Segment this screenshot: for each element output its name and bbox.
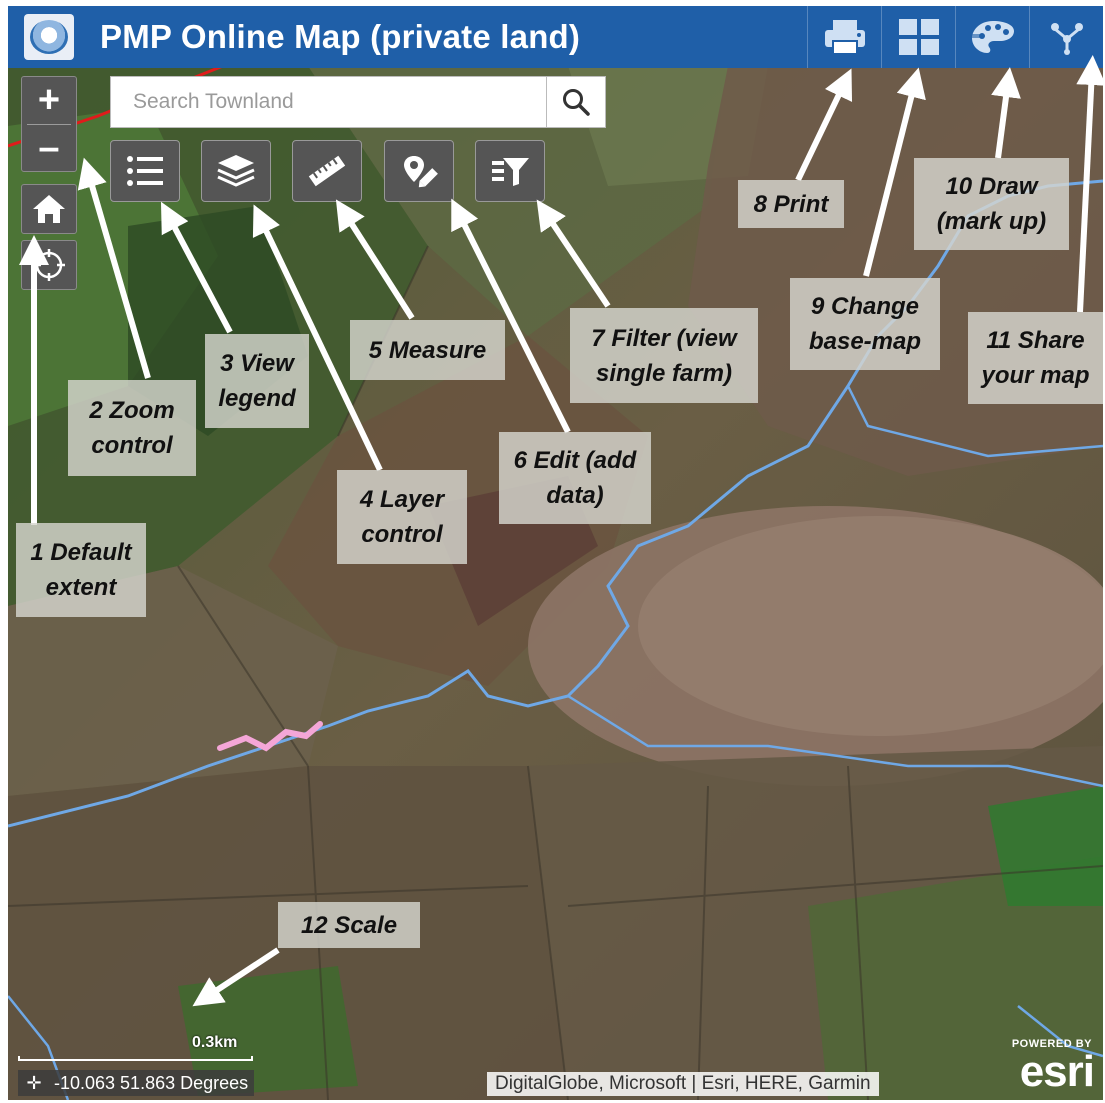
filter-funnel-icon xyxy=(492,158,529,186)
search-icon xyxy=(563,89,590,116)
search-button[interactable] xyxy=(546,77,605,127)
legend-button[interactable] xyxy=(110,140,180,202)
basemap-gallery-icon xyxy=(898,19,939,55)
ruler-icon xyxy=(308,155,346,187)
esri-powered-text: POWERED BY xyxy=(1011,1038,1092,1050)
coordinate-text: -10.063 51.863 Degrees xyxy=(54,1072,249,1093)
app-header: PMP Online Map (private land) xyxy=(8,6,1103,68)
zoom-out-button[interactable]: – xyxy=(38,126,60,169)
pmp-logo xyxy=(24,14,74,60)
search-input[interactable] xyxy=(111,77,546,127)
home-icon xyxy=(33,195,65,223)
share-button[interactable] xyxy=(1029,6,1103,68)
edit-button[interactable] xyxy=(384,140,454,202)
header-toolbar xyxy=(807,6,1103,68)
zoom-control: + – xyxy=(21,76,77,172)
app-title: PMP Online Map (private land) xyxy=(100,18,581,55)
draw-button[interactable] xyxy=(955,6,1029,68)
scale-label: 0.3km xyxy=(192,1034,238,1051)
townland-search xyxy=(110,76,606,128)
layer-list-button[interactable] xyxy=(201,140,271,202)
callout-scale: 12 Scale xyxy=(278,902,420,948)
coordinate-readout[interactable]: ✛ -10.063 51.863 Degrees xyxy=(18,1070,255,1096)
draw-palette-icon xyxy=(971,21,1014,53)
callout-draw: 10 Draw(mark up) xyxy=(914,158,1069,250)
share-icon xyxy=(1050,23,1083,55)
basemap-gallery-button[interactable] xyxy=(881,6,955,68)
my-location-button[interactable] xyxy=(21,240,77,290)
print-button[interactable] xyxy=(807,6,881,68)
zoom-in-button[interactable]: + xyxy=(37,79,61,122)
measure-button[interactable] xyxy=(292,140,362,202)
esri-wordmark: esri xyxy=(1019,1047,1095,1096)
callout-print: 8 Print xyxy=(738,180,844,228)
esri-logo: POWERED BY esri xyxy=(988,1038,1100,1098)
layers-icon xyxy=(217,155,255,187)
legend-list-icon xyxy=(127,156,163,186)
print-icon xyxy=(824,20,865,55)
crosshair-icon: ✛ xyxy=(26,1072,42,1093)
callout-measure: 5 Measure xyxy=(350,320,505,380)
edit-pin-pencil-icon xyxy=(404,156,438,188)
default-extent-button[interactable] xyxy=(21,184,77,234)
scale-bar xyxy=(18,1050,253,1062)
filter-button[interactable] xyxy=(475,140,545,202)
map-attribution: DigitalGlobe, Microsoft | Esri, HERE, Ga… xyxy=(487,1072,879,1096)
locate-crosshair-icon xyxy=(33,249,65,281)
